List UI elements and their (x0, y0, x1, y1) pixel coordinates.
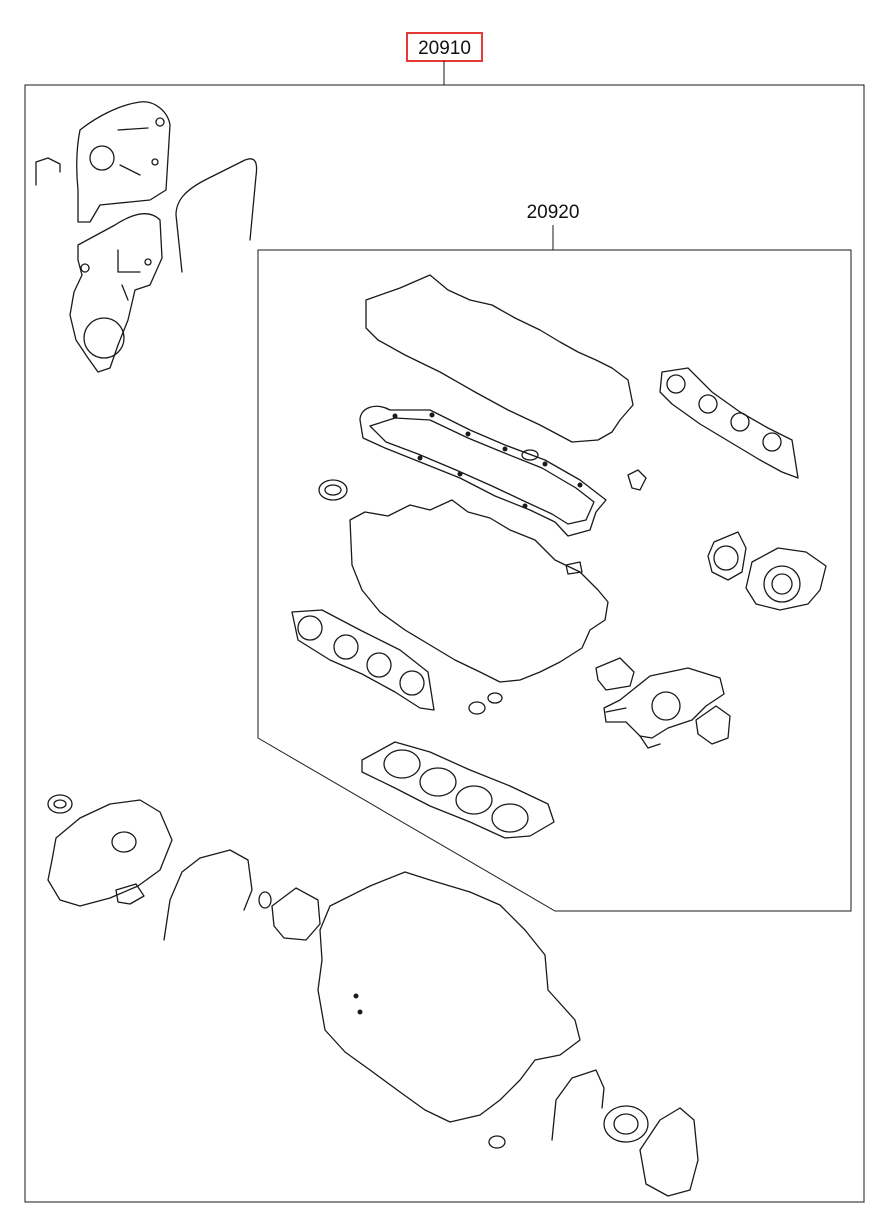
throttle-body-gasket (707, 531, 747, 581)
engine-block-outline (317, 871, 581, 1123)
intake-manifold-gasket (659, 367, 799, 479)
wire-seal-long (175, 158, 258, 273)
inner-kit-frame (257, 249, 852, 912)
rear-oil-seal-case-gasket (551, 1069, 605, 1141)
washer-small-1 (468, 701, 486, 715)
small-gasket-clip (565, 561, 583, 575)
cylinder-head-gasket (361, 741, 555, 839)
crank-plug-seal (488, 1135, 506, 1149)
block-plug-2 (357, 1009, 363, 1015)
throttle-body (745, 547, 827, 611)
exhaust-manifold-gasket (291, 609, 435, 711)
block-plug-1 (353, 993, 359, 999)
rubber-plug (627, 469, 647, 491)
cylinder-head-outline-gasket (349, 499, 609, 683)
o-ring-small (258, 891, 272, 909)
rocker-cover-gasket (359, 405, 607, 537)
thermostat-gasket (695, 705, 731, 745)
callout-20910-label: 20910 (418, 38, 471, 59)
outer-kit-frame (24, 84, 865, 1203)
rear-oil-seal-case (639, 1107, 699, 1197)
head-cover-gasket (365, 274, 634, 443)
wire-seal-small (35, 157, 61, 186)
oil-seal-ring (318, 479, 348, 501)
timing-belt-cover-lower (69, 213, 163, 373)
timing-belt-cover-upper (76, 101, 171, 223)
rear-oil-seal (603, 1105, 649, 1143)
thermostat-housing (603, 667, 725, 749)
water-outlet-gasket (595, 657, 635, 691)
callout-20910[interactable]: 20910 (406, 32, 483, 62)
callout-20920-label[interactable]: 20920 (527, 202, 580, 223)
washer-small-2 (487, 692, 503, 704)
timing-case-gasket (163, 849, 253, 941)
plug-seal-small (521, 449, 539, 461)
small-flange-gasket (115, 883, 145, 905)
water-pump-gasket (271, 887, 321, 941)
front-seal-ring (47, 794, 73, 814)
oil-pump-case-gasket (47, 799, 173, 907)
